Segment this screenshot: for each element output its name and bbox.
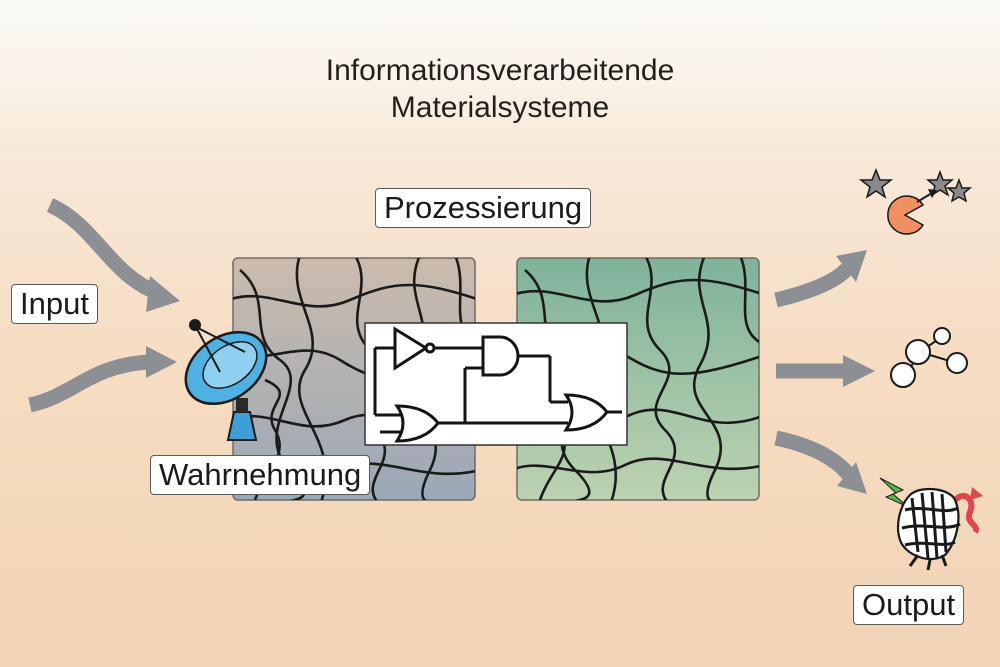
input-arrow-bottom: [28, 346, 177, 413]
protein-icon: [896, 487, 983, 571]
label-perception: Wahrnehmung: [150, 455, 371, 495]
satellite-dish-icon: [184, 319, 268, 441]
label-input: Input: [11, 284, 98, 324]
label-output: Output: [853, 585, 965, 625]
title-line-2: Materialsysteme: [390, 91, 610, 124]
title-line-1: Informationsverarbeitende: [325, 54, 675, 87]
molecule-icon: [890, 327, 968, 388]
label-processing: Prozessierung: [375, 188, 592, 228]
output-arrow-bottom: [774, 430, 867, 494]
output-arrow-middle: [776, 355, 875, 387]
pacman-stars-icon: [858, 167, 973, 235]
logic-circuit-icon: [364, 322, 628, 446]
input-arrow-top: [46, 198, 180, 312]
output-arrow-top: [774, 250, 867, 308]
diagram-title: Informationsverarbeitende Materialsystem…: [0, 52, 1000, 126]
